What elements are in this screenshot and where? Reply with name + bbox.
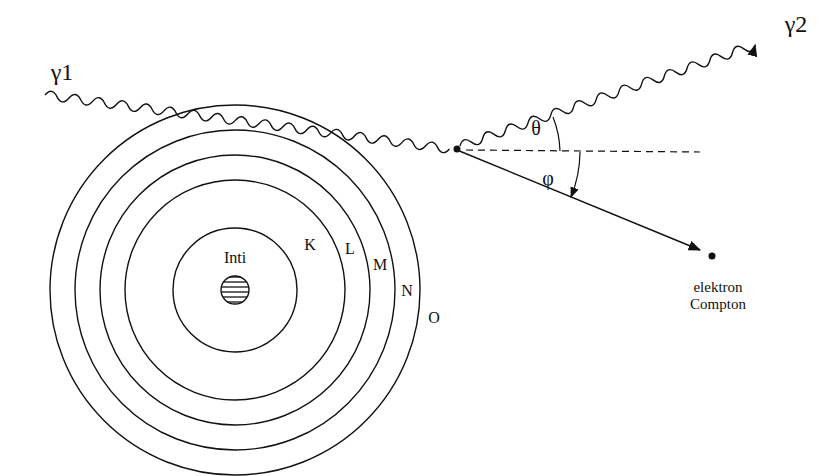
scattered-photon-wave [459, 41, 757, 151]
electron-label: elektron Compton [673, 279, 763, 312]
shell-label: N [401, 282, 413, 300]
compton-electron-dot [709, 253, 716, 260]
shell-label: L [345, 240, 355, 258]
incident-photon-wave [44, 91, 450, 154]
shell-label: M [373, 256, 387, 274]
shell-circle [75, 130, 395, 450]
theta-arc [553, 117, 560, 151]
angle-label: φ [542, 167, 554, 189]
shell-label: K [304, 236, 316, 254]
photon-label: γ2 [785, 11, 808, 37]
electron-shells [50, 105, 420, 475]
shell-circle [100, 155, 370, 425]
phi-arc [571, 152, 580, 197]
nucleus-label: Inti [224, 249, 246, 267]
angle-label: θ [531, 117, 541, 139]
shell-circle [173, 228, 297, 352]
shell-label: O [428, 309, 440, 327]
shell-circle [125, 180, 345, 400]
electron-path [457, 150, 700, 250]
photon-label: γ1 [51, 59, 74, 85]
reference-dashed-line [466, 150, 700, 152]
shell-circle [50, 105, 420, 475]
nucleus [221, 276, 249, 304]
interaction-point [454, 146, 461, 153]
